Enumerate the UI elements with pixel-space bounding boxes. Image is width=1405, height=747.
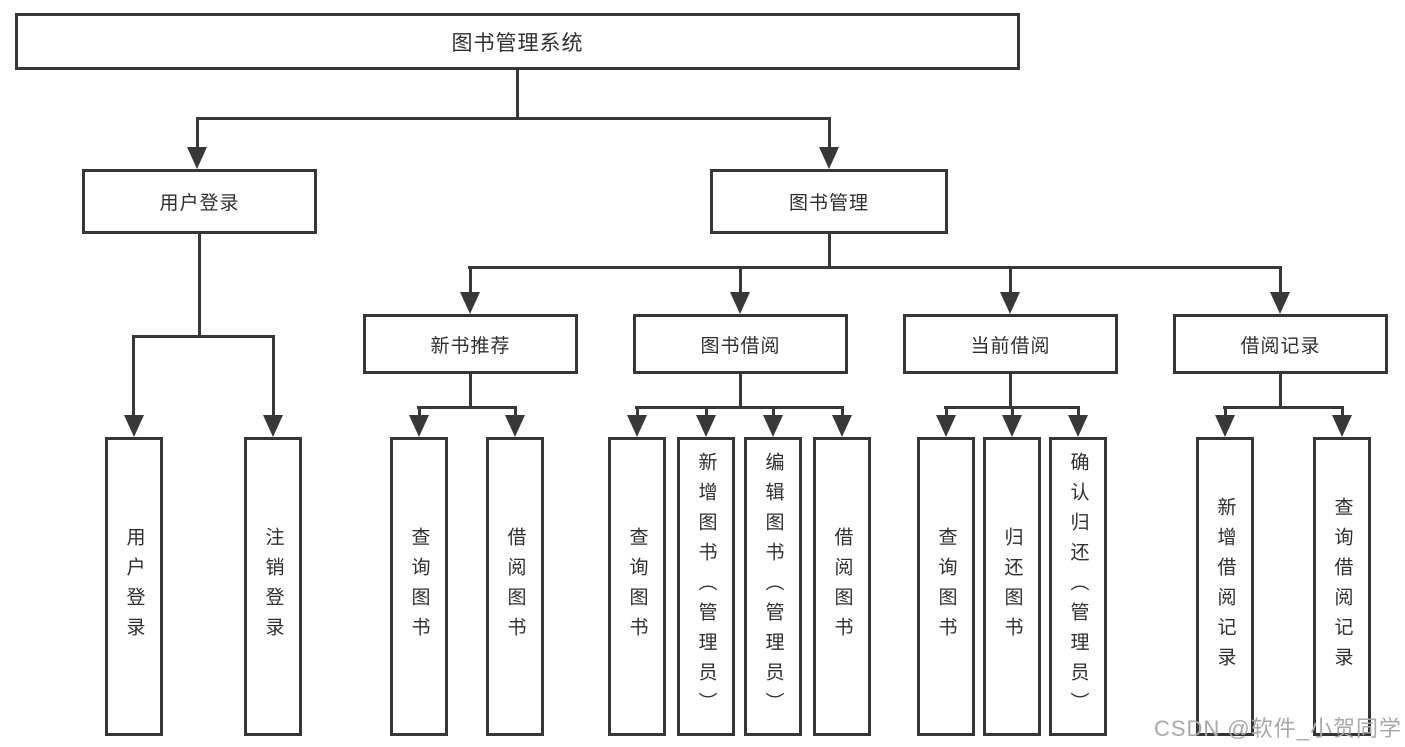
node-confirm-return-admin: 确认归还（管理员） (1049, 437, 1107, 736)
arrow-down-icon (1270, 292, 1290, 314)
arrow-down-icon (263, 415, 283, 437)
node-add-books-admin: 新增图书（管理员） (677, 437, 735, 736)
arrow-down-icon (124, 415, 144, 437)
connector-vline (828, 234, 831, 266)
arrow-down-icon (1002, 415, 1022, 437)
arrow-down-icon (1215, 415, 1235, 437)
watermark: CSDN @软件_小贺同学 (1153, 716, 1402, 741)
connector-vline (516, 70, 519, 120)
arrow-stem (418, 406, 421, 415)
connector-hline (635, 406, 844, 409)
node-book-management: 图书管理 (710, 169, 948, 234)
arrow-stem (772, 406, 775, 415)
connector-vline (198, 234, 201, 335)
node-return-books: 归还图书 (983, 437, 1041, 736)
node-edit-books-admin: 编辑图书（管理员） (744, 437, 802, 736)
connector-vline (1279, 374, 1282, 406)
arrow-down-icon (936, 415, 956, 437)
arrow-down-icon (763, 415, 783, 437)
arrow-down-icon (832, 415, 852, 437)
connector-vline (469, 374, 472, 406)
connector-hline (417, 406, 517, 409)
arrow-stem (828, 117, 831, 147)
arrow-down-icon (1000, 292, 1020, 314)
node-library-system: 图书管理系统 (15, 13, 1020, 70)
node-user-login: 用户登录 (82, 169, 317, 234)
arrow-stem (514, 406, 517, 415)
node-logout: 注销登录 (244, 437, 302, 736)
node-add-borrow-record: 新增借阅记录 (1196, 437, 1254, 736)
arrow-stem (196, 117, 199, 147)
connector-vline (1009, 374, 1012, 406)
arrow-stem (739, 266, 742, 292)
arrow-down-icon (627, 415, 647, 437)
arrow-down-icon (730, 292, 750, 314)
connector-hline (132, 335, 275, 338)
arrow-down-icon (505, 415, 525, 437)
node-query-borrow-record: 查询借阅记录 (1313, 437, 1371, 736)
node-borrow-books-borrowing: 借阅图书 (813, 437, 871, 736)
arrow-down-icon (409, 415, 429, 437)
arrow-down-icon (696, 415, 716, 437)
arrow-stem (841, 406, 844, 415)
arrow-stem (705, 406, 708, 415)
connector-hline (468, 266, 1281, 269)
node-new-book-recommend: 新书推荐 (363, 314, 578, 374)
arrow-down-icon (1332, 415, 1352, 437)
node-query-books-current: 查询图书 (917, 437, 975, 736)
connector-vline (739, 374, 742, 406)
arrow-stem (1011, 406, 1014, 415)
arrow-stem (469, 266, 472, 292)
arrow-stem (132, 335, 135, 415)
node-book-borrowing: 图书借阅 (633, 314, 848, 374)
arrow-stem (272, 335, 275, 415)
arrow-stem (1279, 266, 1282, 292)
arrow-stem (1009, 266, 1012, 292)
arrow-stem (1341, 406, 1344, 415)
arrow-stem (945, 406, 948, 415)
node-borrowing-records: 借阅记录 (1173, 314, 1388, 374)
arrow-stem (1077, 406, 1080, 415)
connector-hline (196, 117, 831, 120)
arrow-down-icon (1068, 415, 1088, 437)
arrow-stem (636, 406, 639, 415)
connector-hline (1223, 406, 1344, 409)
arrow-down-icon (460, 292, 480, 314)
node-user-login-leaf: 用户登录 (105, 437, 163, 736)
node-borrow-books-recommend: 借阅图书 (486, 437, 544, 736)
arrow-stem (1224, 406, 1227, 415)
arrow-down-icon (819, 147, 839, 169)
node-query-books-recommend: 查询图书 (390, 437, 448, 736)
node-query-books-borrowing: 查询图书 (608, 437, 666, 736)
node-current-borrowing: 当前借阅 (903, 314, 1118, 374)
arrow-down-icon (187, 147, 207, 169)
